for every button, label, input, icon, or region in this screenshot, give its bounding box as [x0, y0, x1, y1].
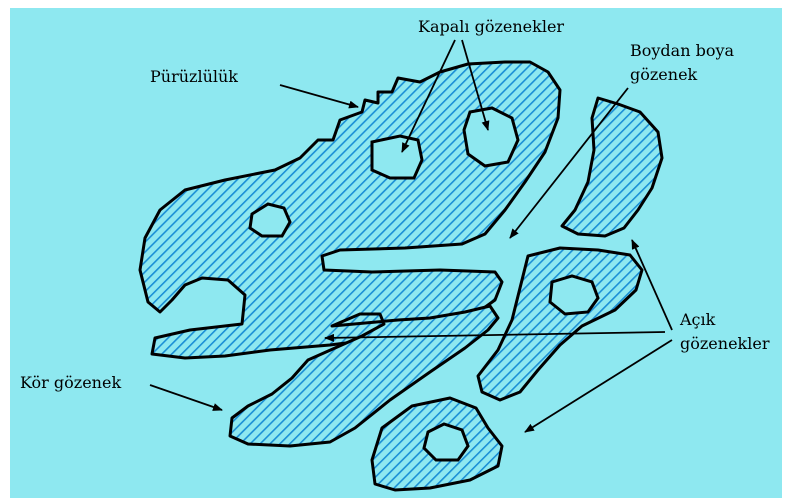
closed-pore-1 [372, 136, 422, 178]
closed-pore-5 [424, 424, 468, 460]
closed-pore-2 [464, 108, 518, 166]
closed-pore-4 [550, 276, 598, 314]
blind-pore-label: Kör gözenek [20, 373, 121, 392]
roughness-label: Pürüzlülük [150, 67, 238, 86]
through-pore-label-1: Boydan boya [630, 41, 735, 60]
open-pores-label-1: Açık [679, 310, 716, 329]
open-pores-label-2: gözenekler [680, 334, 770, 353]
closed-pores-label: Kapalı gözenekler [418, 17, 564, 36]
through-pore-label-2: gözenek [630, 65, 698, 84]
